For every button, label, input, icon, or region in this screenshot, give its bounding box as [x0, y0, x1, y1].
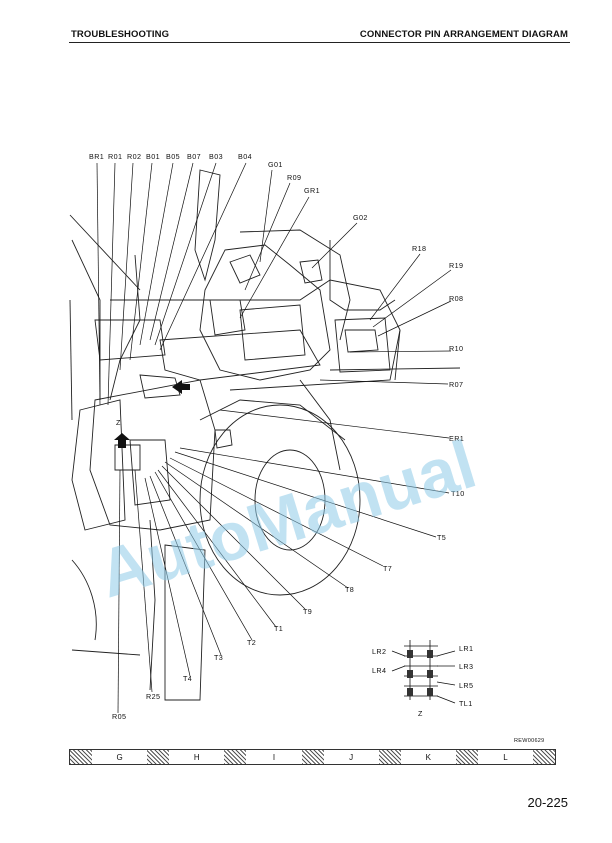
- zone-i: I: [272, 752, 276, 762]
- label-G02: G02: [353, 213, 368, 222]
- label-T9: T9: [303, 607, 312, 616]
- direction-arrows: [114, 380, 190, 448]
- label-R25: R25: [146, 692, 160, 701]
- zone-k: K: [425, 752, 431, 762]
- label-B01: B01: [146, 152, 160, 161]
- label-B07: B07: [187, 152, 201, 161]
- label-R10: R10: [449, 344, 463, 353]
- inset-detail-z: LR2 LR4 LR1 LR3 LR5 TL1 Z: [372, 640, 473, 718]
- header-rule: [69, 42, 570, 43]
- label-R01: R01: [108, 152, 122, 161]
- section-title: TROUBLESHOOTING: [71, 29, 170, 40]
- label-T10: T10: [451, 489, 465, 498]
- zone-j: J: [349, 752, 354, 762]
- label-R05: R05: [112, 712, 126, 721]
- label-R18: R18: [412, 244, 426, 253]
- label-B03: B03: [209, 152, 223, 161]
- label-R02: R02: [127, 152, 141, 161]
- label-T4: T4: [183, 674, 192, 683]
- watermark: AutoManual: [90, 426, 484, 612]
- inset-label-LR4: LR4: [372, 666, 386, 675]
- connector-labels: BR1 R01 R02 B01 B05 B07 B03 B04 G01 R09 …: [89, 152, 465, 721]
- label-G01: G01: [268, 160, 283, 169]
- zone-hatch: [224, 750, 247, 764]
- page-number: 20-225: [527, 795, 568, 810]
- zone-hatch: [147, 750, 170, 764]
- label-Z: Z: [116, 418, 121, 427]
- zone-hatch: [301, 750, 324, 764]
- label-T2: T2: [247, 638, 256, 647]
- inset-caption: Z: [418, 709, 423, 718]
- zone-l: L: [503, 752, 508, 762]
- zone-h: H: [193, 752, 200, 762]
- zone-g: G: [116, 752, 123, 762]
- label-T1: T1: [274, 624, 283, 633]
- inset-label-TL1: TL1: [459, 699, 473, 708]
- label-ER1: ER1: [449, 434, 464, 443]
- label-T3: T3: [214, 653, 223, 662]
- label-R09: R09: [287, 173, 301, 182]
- zone-hatch: [533, 750, 556, 764]
- label-T5: T5: [437, 533, 446, 542]
- inset-label-LR3: LR3: [459, 662, 473, 671]
- inset-label-LR5: LR5: [459, 681, 473, 690]
- zone-hatch: [70, 750, 92, 764]
- inset-label-LR2: LR2: [372, 647, 386, 656]
- engine-sketch: [69, 169, 461, 701]
- label-T8: T8: [345, 585, 354, 594]
- label-T7: T7: [383, 564, 392, 573]
- label-R07: R07: [449, 380, 463, 389]
- label-BR1: BR1: [89, 152, 104, 161]
- page-title: CONNECTOR PIN ARRANGEMENT DIAGRAM: [359, 29, 568, 40]
- zone-hatch: [378, 750, 401, 764]
- label-GR1: GR1: [304, 186, 320, 195]
- label-B04: B04: [238, 152, 252, 161]
- inset-label-LR1: LR1: [459, 644, 473, 653]
- reference-code: REW00629: [514, 738, 545, 744]
- zone-hatch: [455, 750, 478, 764]
- label-R08: R08: [449, 294, 463, 303]
- leader-lines: [96, 162, 452, 714]
- label-R19: R19: [449, 261, 463, 270]
- label-B05: B05: [166, 152, 180, 161]
- grid-zone-bar: G H I J K L: [69, 749, 556, 765]
